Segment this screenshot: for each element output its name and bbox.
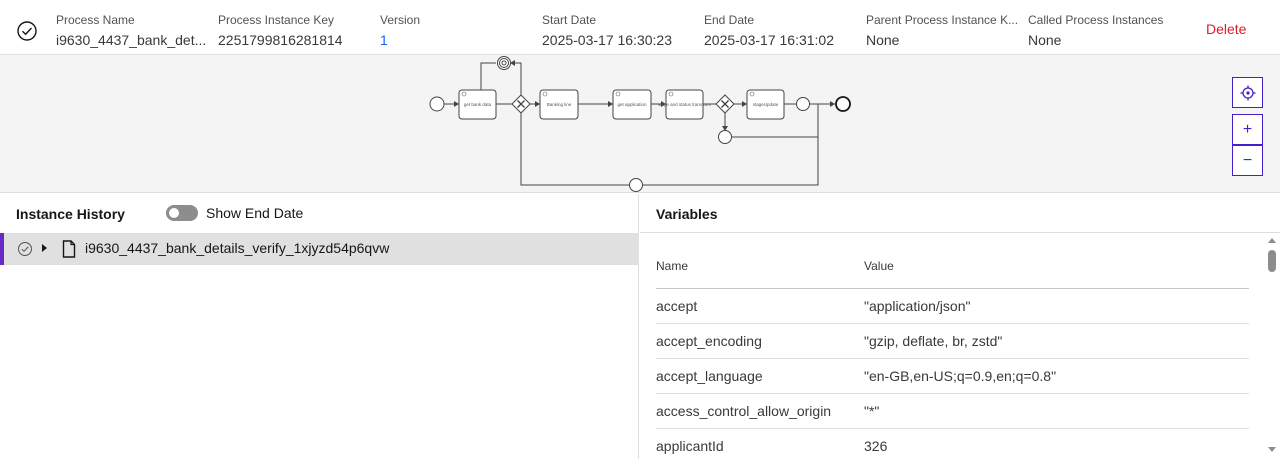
- end-date-field: End Date 2025-03-17 16:31:02: [704, 13, 862, 48]
- field-label: Parent Process Instance K...: [866, 13, 1019, 27]
- show-end-date-label: Show End Date: [206, 205, 304, 221]
- variable-name: accept_encoding: [656, 333, 762, 349]
- table-row[interactable]: accept_encoding "gzip, deflate, br, zstd…: [656, 324, 1249, 359]
- variable-value: "gzip, deflate, br, zstd": [864, 333, 1003, 349]
- variable-name: accept_language: [656, 368, 763, 384]
- delete-button[interactable]: Delete: [1206, 21, 1247, 37]
- variable-name: applicantId: [656, 438, 724, 454]
- called-instances-field: Called Process Instances None: [1028, 13, 1188, 48]
- table-row[interactable]: accept "application/json": [656, 289, 1249, 324]
- variable-name: access_control_allow_origin: [656, 403, 832, 419]
- variable-value: "*": [864, 403, 880, 419]
- version-field: Version 1: [380, 13, 530, 48]
- divider: [640, 232, 1280, 233]
- crosshair-icon: [1240, 85, 1255, 100]
- scroll-down-arrow-icon[interactable]: [1268, 447, 1276, 452]
- field-label: Start Date: [542, 13, 597, 27]
- completed-check-icon: [18, 242, 32, 256]
- show-end-date-toggle[interactable]: [166, 205, 198, 221]
- start-date-value: 2025-03-17 16:30:23: [542, 32, 672, 48]
- completed-check-icon: [17, 21, 37, 41]
- variables-title: Variables: [656, 206, 718, 222]
- variable-value: "application/json": [864, 298, 971, 314]
- parent-instance-field: Parent Process Instance K... None: [866, 13, 1026, 48]
- column-header-name: Name: [656, 259, 689, 273]
- variables-scrollbar[interactable]: [1264, 236, 1280, 459]
- bpmn-diagram-canvas[interactable]: get bank data Banking line get applicati…: [0, 55, 1280, 193]
- table-row[interactable]: access_control_allow_origin "*": [656, 394, 1249, 429]
- task-label: get application: [617, 102, 647, 107]
- table-header: Name Value: [656, 250, 1249, 289]
- process-instance-key-value: 2251799816281814: [218, 32, 343, 48]
- called-instances-value: None: [1028, 32, 1062, 48]
- instance-history-panel: Instance History Show End Date i9630_443…: [0, 194, 639, 459]
- end-date-value: 2025-03-17 16:31:02: [704, 32, 834, 48]
- reset-view-button[interactable]: [1232, 77, 1263, 108]
- task-label: get bank data: [464, 102, 492, 107]
- parent-instance-value: None: [866, 32, 900, 48]
- bpmn-diagram: get bank data Banking line get applicati…: [429, 56, 851, 192]
- variable-name: accept: [656, 298, 698, 314]
- scroll-up-arrow-icon[interactable]: [1268, 238, 1276, 243]
- variable-value: 326: [864, 438, 888, 454]
- history-item-name: i9630_4437_bank_details_verify_1xjyzd54p…: [85, 240, 390, 256]
- table-row[interactable]: accept_language "en-GB,en-US;q=0.9,en;q=…: [656, 359, 1249, 394]
- process-name-value: i9630_4437_bank_det...: [56, 32, 207, 48]
- instance-history-title: Instance History: [16, 206, 125, 222]
- field-label: Called Process Instances: [1028, 13, 1164, 27]
- zoom-out-button[interactable]: −: [1232, 145, 1263, 176]
- zoom-in-button[interactable]: +: [1232, 114, 1263, 145]
- field-label: End Date: [704, 13, 755, 27]
- variable-value: "en-GB,en-US;q=0.9,en;q=0.8": [864, 368, 1057, 384]
- task-label: stageUpdate: [753, 102, 779, 107]
- variables-table: Name Value accept "application/json" acc…: [656, 250, 1249, 464]
- history-tree-item[interactable]: i9630_4437_bank_details_verify_1xjyzd54p…: [0, 233, 639, 265]
- field-label: Process Instance Key: [218, 13, 335, 27]
- task-label: Banking line: [547, 102, 572, 107]
- scroll-thumb[interactable]: [1268, 250, 1276, 272]
- table-row[interactable]: applicantId 326: [656, 429, 1249, 464]
- field-label: Process Name: [56, 13, 135, 27]
- toggle-knob: [169, 208, 179, 218]
- instance-header: Process Name i9630_4437_bank_det... Proc…: [0, 0, 1280, 55]
- column-header-value: Value: [864, 259, 894, 273]
- task-label: stage and status transform: [658, 102, 712, 107]
- variables-panel: Variables Name Value accept "application…: [640, 194, 1280, 459]
- process-instance-key-field: Process Instance Key 2251799816281814: [218, 13, 376, 48]
- start-date-field: Start Date 2025-03-17 16:30:23: [542, 13, 700, 48]
- document-icon: [62, 240, 76, 258]
- field-label: Version: [380, 13, 421, 27]
- process-name-field: Process Name i9630_4437_bank_det...: [56, 13, 214, 48]
- expand-caret-icon[interactable]: [42, 244, 47, 252]
- version-link[interactable]: 1: [380, 32, 388, 48]
